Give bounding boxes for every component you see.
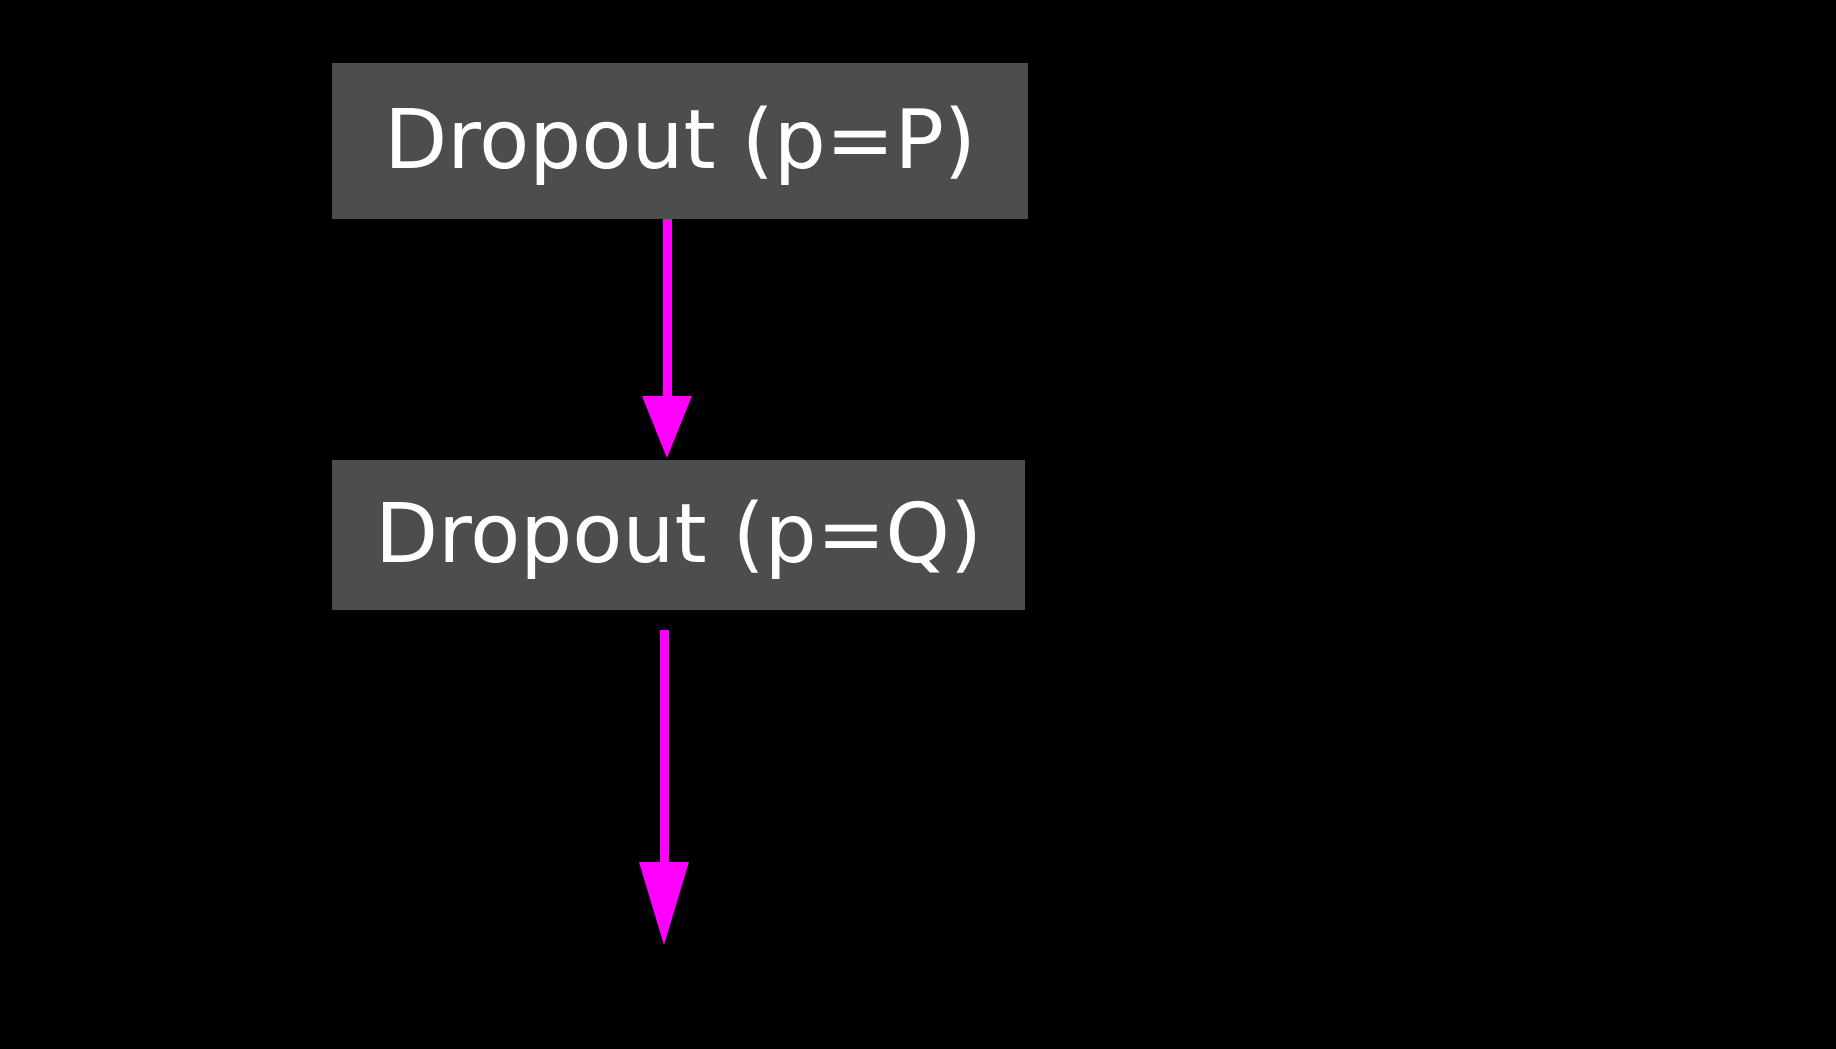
node-dropout-p[interactable]: Dropout (p=P) <box>332 63 1028 219</box>
node-label: Dropout (p=Q) <box>375 487 982 582</box>
node-dropout-q[interactable]: Dropout (p=Q) <box>332 460 1025 610</box>
node-label: Dropout (p=P) <box>384 93 976 188</box>
